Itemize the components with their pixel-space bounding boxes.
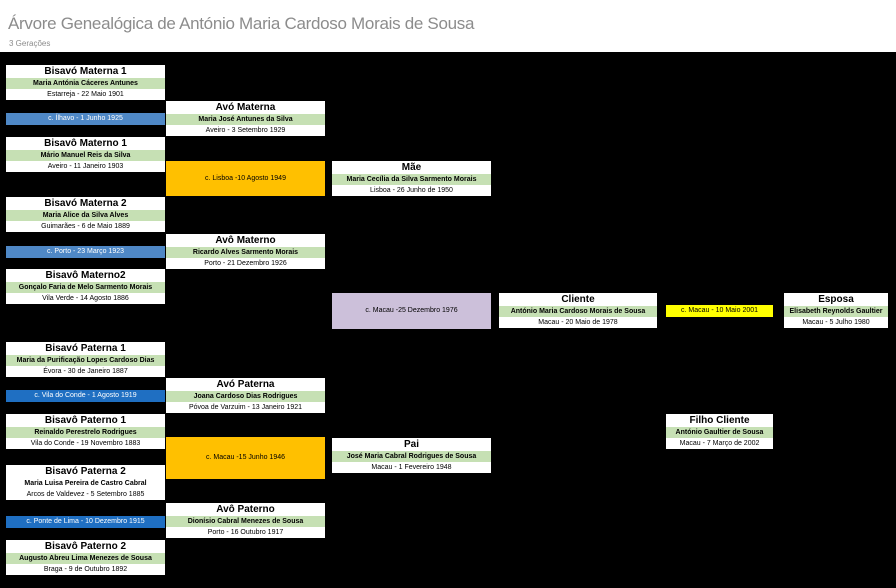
card-role: Avô Materno [215,235,276,246]
marriage-porto: c. Porto - 23 Março 1923 [6,246,165,258]
card-avo-materno[interactable]: Avô Materno Ricardo Alves Sarmento Morai… [166,234,325,269]
card-name: José Maria Cabral Rodrigues de Sousa [332,451,491,462]
card-name: Reinaldo Perestrelo Rodrigues [6,427,165,438]
card-info: Braga - 9 de Outubro 1892 [43,566,128,573]
marriage-macau-1946: c. Macau -15 Junho 1946 [166,437,325,479]
card-info: Póvoa de Varzuim - 13 Janeiro 1921 [188,404,303,411]
card-info: Macau - 7 Março de 2002 [679,440,760,447]
page-header: Árvore Genealógica de António Maria Card… [0,0,896,52]
card-avo-paterna[interactable]: Avó Paterna Joana Cardoso Dias Rodrigues… [166,378,325,413]
card-role: Bisavó Paterna 1 [45,343,126,354]
card-name: Joana Cardoso Dias Rodrigues [166,391,325,402]
page-title: Árvore Genealógica de António Maria Card… [8,14,475,33]
card-role: Avó Paterna [216,379,275,390]
card-info: Vila Verde - 14 Agosto 1886 [42,295,129,302]
card-name: Maria da Purificação Lopes Cardoso Dias [6,355,165,366]
card-info: Macau - 20 Maio de 1978 [538,319,618,326]
card-filho-cliente[interactable]: Filho Cliente António Gaultier de Sousa … [666,414,773,449]
card-role: Bisavô Paterno 1 [44,415,127,426]
card-name: Maria Antónia Cáceres Antunes [6,78,165,89]
card-role: Esposa [818,294,854,305]
marriage-lisboa: c. Lisboa -10 Agosto 1949 [166,161,325,196]
card-bisavo-paterna-1[interactable]: Bisavó Paterna 1 Maria da Purificação Lo… [6,342,165,377]
card-info: Macau - 5 Julho 1980 [802,319,870,326]
card-role: Avô Paterno [216,504,275,515]
card-bisavo-materna-2[interactable]: Bisavó Materna 2 Maria Alice da Silva Al… [6,197,165,232]
card-bisavo-paterno-2[interactable]: Bisavô Paterno 2 Augusto Abreu Lima Mene… [6,540,165,575]
card-name: Maria Cecília da Silva Sarmento Morais [332,174,491,185]
card-name: Gonçalo Faria de Melo Sarmento Morais [6,282,165,293]
card-info: Porto - 16 Outubro 1917 [207,529,284,536]
card-name: Augusto Abreu Lima Menezes de Sousa [6,553,165,564]
marriage-ilhavo: c. Ílhavo - 1 Junho 1925 [6,113,165,125]
card-role: Bisavó Materna 1 [44,66,127,77]
card-role: Filho Cliente [689,415,750,426]
marriage-macau-1976: c. Macau -25 Dezembro 1976 [332,293,491,329]
card-role: Avó Materna [215,102,276,113]
marriage-macau-2001: c. Macau - 10 Maio 2001 [666,305,773,317]
card-name: António Gaultier de Sousa [666,427,773,438]
card-avo-paterno[interactable]: Avô Paterno Dionísio Cabral Menezes de S… [166,503,325,538]
card-pai[interactable]: Pai José Maria Cabral Rodrigues de Sousa… [332,438,491,473]
card-info: Lisboa - 26 Junho de 1950 [370,187,453,194]
card-role: Pai [403,439,419,450]
card-bisavo-paterno-1[interactable]: Bisavô Paterno 1 Reinaldo Perestrelo Rod… [6,414,165,449]
card-role: Bisavô Materno2 [45,270,126,281]
card-role: Bisavó Paterna 2 [45,466,126,477]
card-info: Aveiro - 3 Setembro 1929 [205,127,286,134]
card-role: Bisavó Materna 2 [44,198,127,209]
card-bisavo-materna-1[interactable]: Bisavó Materna 1 Maria Antónia Cáceres A… [6,65,165,100]
card-name: António Maria Cardoso Morais de Sousa [499,306,657,317]
card-bisavo-materno-1[interactable]: Bisavô Materno 1 Mário Manuel Reis da Si… [6,137,165,172]
card-info: Arcos de Valdevez - 5 Setembro 1885 [26,491,145,498]
card-name: Maria Luisa Pereira de Castro Cabral [6,478,165,489]
card-bisavo-materno-2[interactable]: Bisavô Materno2 Gonçalo Faria de Melo Sa… [6,269,165,304]
card-info: Évora - 30 de Janeiro 1887 [43,368,128,375]
card-info: Porto - 21 Dezembro 1926 [204,260,287,267]
page-subtitle: 3 Gerações [9,39,51,48]
card-name: Maria José Antunes da Silva [166,114,325,125]
card-bisavo-paterna-2[interactable]: Bisavó Paterna 2 Maria Luisa Pereira de … [6,465,165,500]
card-cliente[interactable]: Cliente António Maria Cardoso Morais de … [499,293,657,328]
card-name: Ricardo Alves Sarmento Morais [166,247,325,258]
card-mae[interactable]: Mãe Maria Cecília da Silva Sarmento Mora… [332,161,491,196]
card-esposa[interactable]: Esposa Elisabeth Reynolds Gaultier Macau… [784,293,888,328]
card-info: Aveiro - 11 Janeiro 1903 [47,163,124,170]
card-info: Macau - 1 Fevereiro 1948 [371,464,452,471]
card-info: Guimarães - 6 de Maio 1889 [41,223,130,230]
marriage-ponte-lima: c. Ponte de Lima - 10 Dezembro 1915 [6,516,165,528]
card-name: Dionísio Cabral Menezes de Sousa [166,516,325,527]
card-avo-materna[interactable]: Avó Materna Maria José Antunes da Silva … [166,101,325,136]
marriage-vila-conde: c. Vila do Conde - 1 Agosto 1919 [6,390,165,402]
card-name: Mário Manuel Reis da Silva [6,150,165,161]
card-info: Vila do Conde - 19 Novembro 1883 [30,440,141,447]
card-role: Mãe [401,162,422,173]
card-role: Bisavô Paterno 2 [44,541,127,552]
card-name: Elisabeth Reynolds Gaultier [784,306,888,317]
card-role: Cliente [561,294,595,305]
card-role: Bisavô Materno 1 [44,138,127,149]
card-info: Estarreja - 22 Maio 1901 [47,91,124,98]
card-name: Maria Alice da Silva Alves [6,210,165,221]
